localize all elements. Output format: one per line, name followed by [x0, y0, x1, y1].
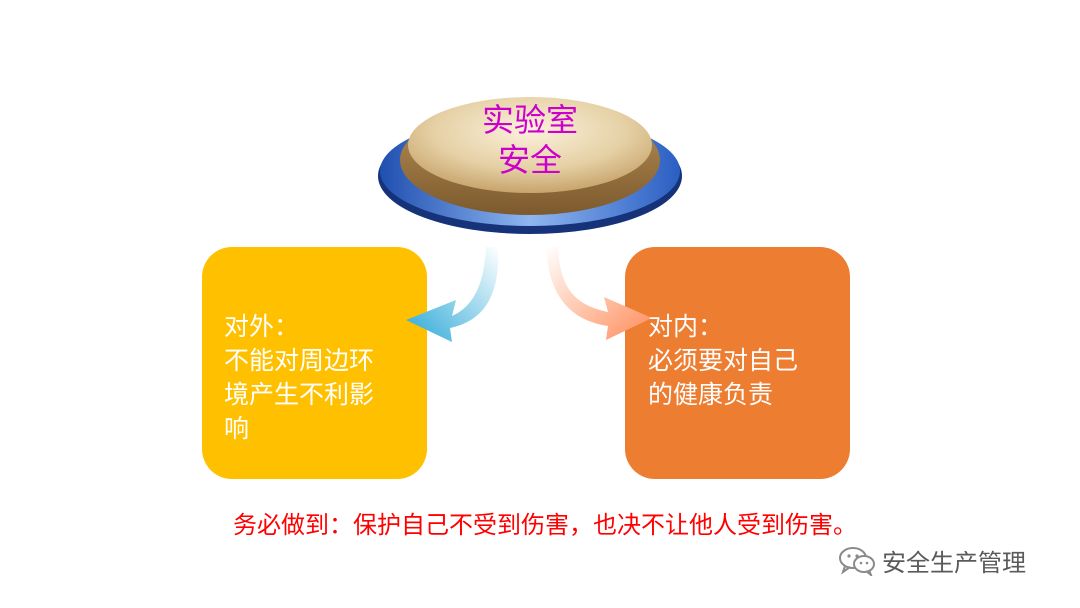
right-box-text: 对内： 必须要对自己 的健康负责	[648, 310, 838, 412]
footer-text: 务必做到：保护自己不受到伤害，也决不让他人受到伤害。	[233, 511, 857, 539]
left-box-text: 对外： 不能对周边环 境产生不利影 响	[224, 310, 414, 446]
right-box-line: 必须要对自己	[648, 346, 799, 375]
center-title: 实验室 安全	[448, 100, 612, 180]
right-arrow	[546, 247, 652, 340]
center-title-line-1: 实验室	[481, 101, 578, 139]
left-box-line: 不能对周边环	[224, 346, 375, 375]
left-box	[202, 247, 427, 479]
wechat-icon	[839, 546, 875, 576]
left-arrow	[406, 247, 499, 342]
left-box-line: 境产生不利影	[224, 380, 375, 409]
watermark: 安全生产管理	[838, 543, 1026, 578]
footer-statement: 务必做到：保护自己不受到伤害，也决不让他人受到伤害。	[0, 505, 1080, 540]
watermark-text: 安全生产管理	[882, 549, 1026, 577]
right-box-line: 对内：	[648, 312, 724, 341]
right-box	[625, 247, 850, 479]
left-box-line: 响	[224, 414, 250, 443]
center-disc	[378, 97, 682, 234]
right-box-line: 的健康负责	[648, 380, 774, 409]
left-box-line: 对外：	[224, 312, 300, 341]
center-title-line-2: 安全	[497, 141, 562, 179]
